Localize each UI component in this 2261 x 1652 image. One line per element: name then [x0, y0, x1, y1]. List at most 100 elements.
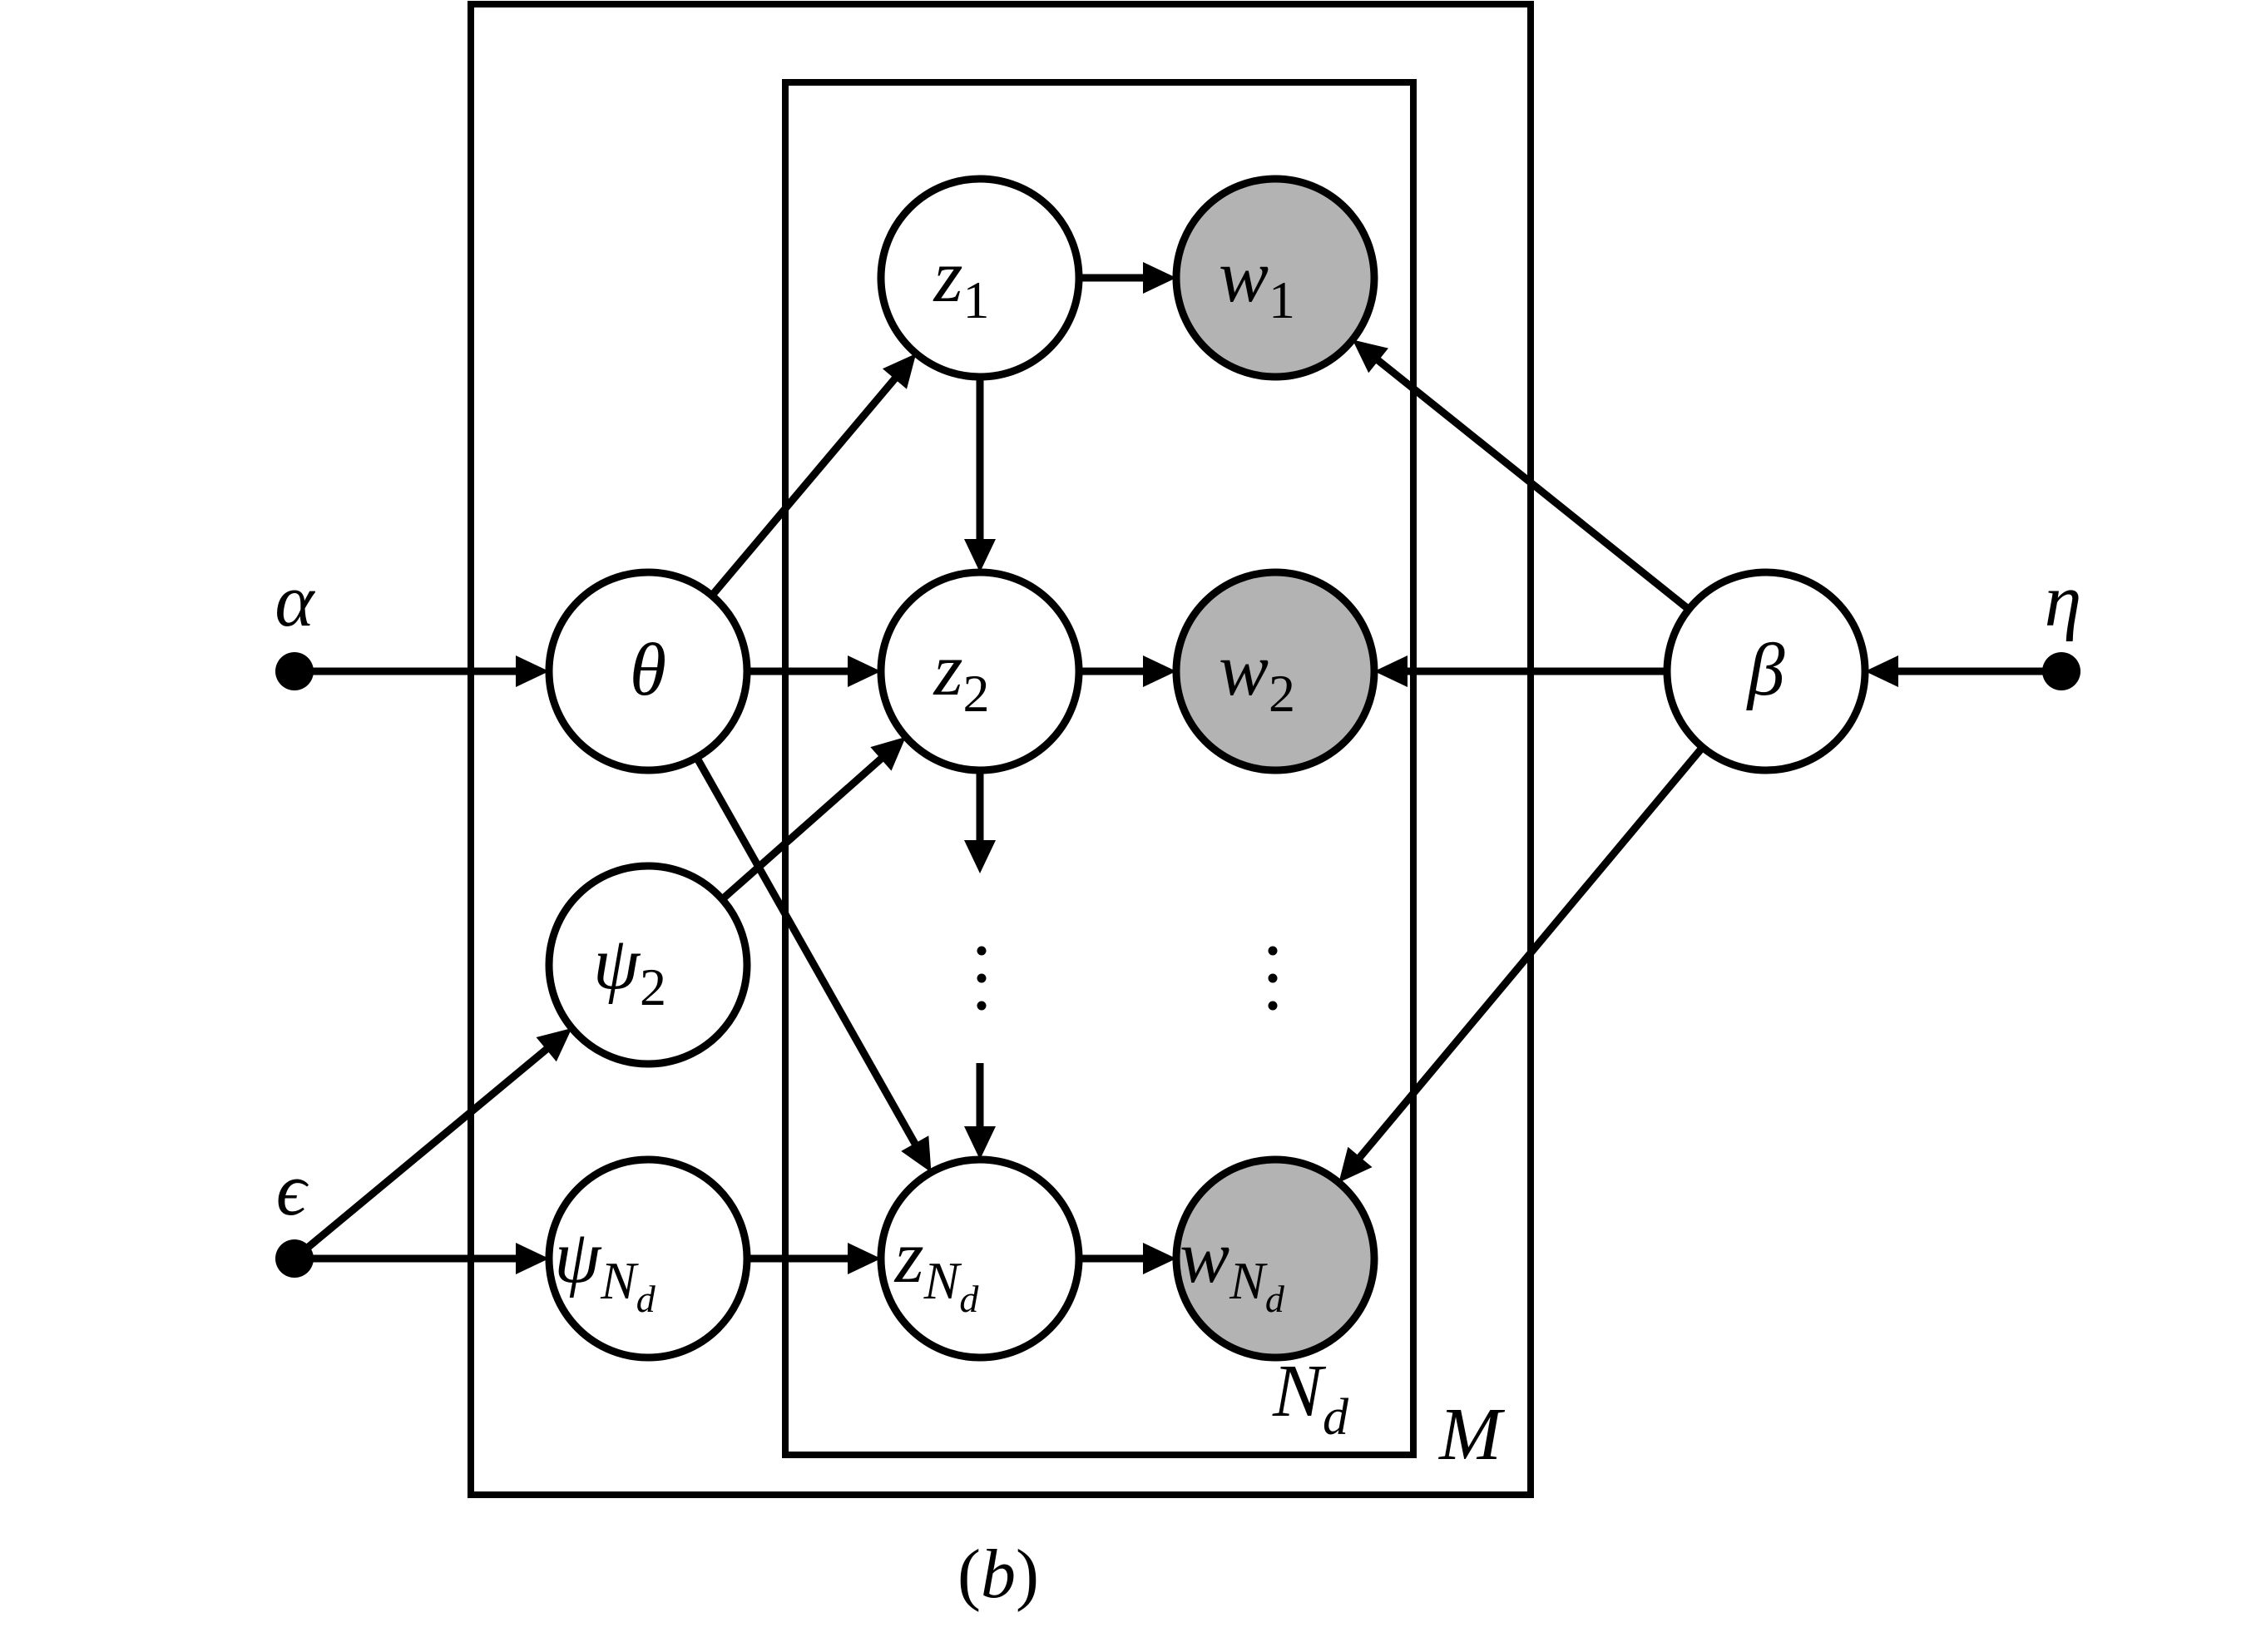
hyperparameter-label: ϵ	[276, 1149, 309, 1231]
arrowhead-icon	[1374, 655, 1408, 687]
node-sub-subscript: d	[636, 1278, 656, 1320]
hyperparameter-label: α	[275, 560, 315, 642]
edge-line	[709, 375, 899, 598]
node-symbol: ψ	[593, 922, 641, 1005]
node-label: w1	[1219, 235, 1295, 329]
arrowhead-icon	[870, 736, 906, 771]
node-symbol: z	[932, 629, 962, 711]
edge-psi2-to-z2	[720, 736, 906, 903]
node-wN: wNd	[1172, 1155, 1378, 1362]
node-z2: z2	[877, 568, 1083, 774]
arrowhead-icon	[1143, 1243, 1176, 1274]
edge-line	[292, 1045, 551, 1262]
arrowhead-icon	[1143, 655, 1176, 687]
arrowhead-icon	[964, 539, 996, 572]
arrowhead-icon	[536, 1028, 572, 1062]
node-label: w2	[1219, 629, 1295, 723]
node-symbol: ψ	[554, 1216, 602, 1298]
arrowhead-icon	[516, 1243, 549, 1274]
hyperparameter-label: η	[2045, 560, 2082, 642]
arrowhead-icon	[964, 1126, 996, 1160]
node-label: θ	[630, 629, 666, 711]
node-subscript: 1	[963, 270, 990, 329]
node-subscript: 2	[640, 957, 666, 1016]
node-subscript: N	[1229, 1251, 1268, 1310]
arrowhead-icon	[964, 840, 996, 873]
arrowhead-icon	[1338, 1146, 1373, 1183]
node-symbol: w	[1219, 629, 1269, 711]
edge-z1-to-z2	[964, 377, 996, 572]
ellipsis-dot	[977, 946, 987, 956]
node-w1: w1	[1172, 175, 1378, 381]
edge-line	[693, 755, 919, 1147]
hyperparameter-dot	[275, 1239, 314, 1278]
plate-label-M: M	[1437, 1393, 1506, 1476]
node-label: wNd	[1180, 1216, 1285, 1320]
node-symbol: z	[932, 235, 962, 318]
arrowhead-icon	[848, 655, 881, 687]
node-sub-subscript: d	[1265, 1278, 1285, 1320]
ellipsis-dot	[1268, 946, 1278, 956]
node-symbol: θ	[630, 629, 666, 711]
edge-epsilon-to-psi2	[292, 1028, 572, 1262]
edge-theta-to-z1	[709, 353, 917, 598]
edge-ellipsis-to-zN	[964, 1063, 996, 1160]
hyperparameter-alpha: α	[275, 560, 315, 690]
latent-node-circle	[877, 175, 1083, 381]
node-label: z2	[932, 629, 989, 723]
node-subscript: 2	[1269, 664, 1295, 723]
node-w2: w2	[1172, 568, 1378, 774]
observed-node-circle	[1172, 175, 1378, 381]
node-subscript: 2	[963, 664, 990, 723]
latent-node-circle	[1663, 568, 1869, 774]
hyperparameter-dot	[275, 652, 314, 690]
node-symbol: z	[893, 1216, 924, 1298]
plate-M	[468, 1, 1534, 1498]
hyperparameters-layer: α η ϵ	[275, 560, 2081, 1278]
arrowhead-icon	[516, 655, 549, 687]
node-sub-subscript: d	[959, 1278, 979, 1320]
arrowhead-icon	[901, 1135, 932, 1173]
arrowhead-icon	[848, 1243, 881, 1274]
latent-node-circle	[877, 1155, 1083, 1362]
ellipsis-dot	[1268, 1001, 1278, 1011]
edge-theta-to-z2	[747, 655, 881, 687]
node-label: ψNd	[554, 1216, 656, 1320]
arrowhead-icon	[1143, 262, 1176, 294]
observed-node-circle	[1172, 568, 1378, 774]
arrowhead-icon	[882, 353, 917, 389]
node-symbol: w	[1219, 235, 1269, 318]
node-label: z1	[932, 235, 989, 329]
edge-z1-to-w1	[1079, 262, 1176, 294]
edge-line	[720, 754, 885, 903]
latent-node-circle	[877, 568, 1083, 774]
node-symbol: w	[1180, 1216, 1229, 1298]
node-zN: zNd	[877, 1155, 1083, 1362]
ellipsis-dot	[977, 1001, 987, 1011]
node-label: ψ2	[593, 922, 666, 1016]
ellipsis-dot	[1268, 973, 1278, 983]
ellipsis-z	[977, 946, 987, 1011]
ellipsis-w	[1268, 946, 1278, 1011]
arrowhead-icon	[1865, 655, 1898, 687]
hyperparameter-epsilon: ϵ	[275, 1149, 314, 1278]
edge-epsilon-to-psiN	[294, 1243, 549, 1274]
edge-z2-to-ellipsis	[964, 770, 996, 873]
node-beta: β	[1663, 568, 1869, 774]
figure-caption: (b)	[957, 1536, 1039, 1613]
plate-label-Nd: Nd	[1272, 1350, 1349, 1446]
edge-beta-to-w2	[1374, 655, 1667, 687]
edge-zN-to-wN	[1079, 1243, 1176, 1274]
edge-theta-to-zN	[693, 755, 932, 1173]
observed-node-circle	[1172, 1155, 1378, 1362]
edge-beta-to-w1	[1352, 339, 1691, 613]
node-symbol: β	[1746, 629, 1785, 711]
latent-node-circle	[545, 568, 751, 774]
node-psiN: ψNd	[545, 1155, 751, 1362]
edge-alpha-to-theta	[294, 655, 549, 687]
ellipsis-dot	[977, 973, 987, 983]
node-theta: θ	[545, 568, 751, 774]
plate-Nd	[782, 79, 1417, 1458]
